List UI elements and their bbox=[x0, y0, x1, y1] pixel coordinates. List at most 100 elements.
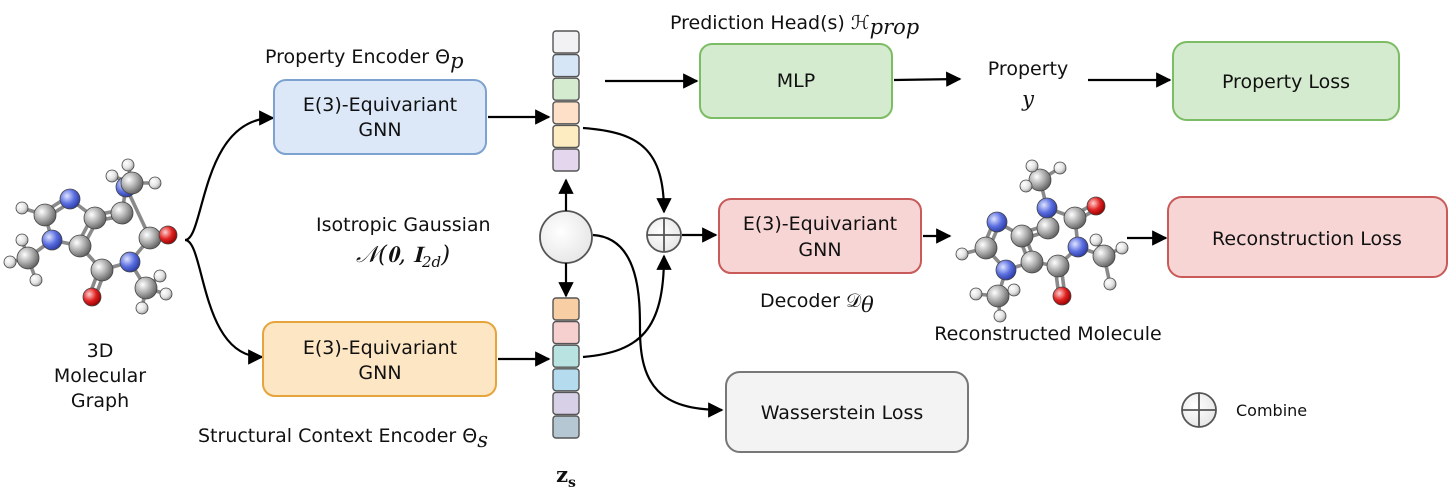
wasserstein-loss-label: Wasserstein Loss bbox=[761, 402, 924, 424]
mlp-box-label: MLP bbox=[777, 70, 815, 92]
reconstructed-molecule-atom bbox=[1063, 206, 1087, 230]
input-label-line1: 3D bbox=[87, 340, 114, 362]
arrow-mlp-to-property bbox=[893, 71, 962, 87]
input-molecule-atom bbox=[119, 251, 141, 273]
arrow-input-to-structural-encoder bbox=[184, 238, 264, 365]
reconstructed-molecule-atom bbox=[1010, 224, 1034, 248]
reconstructed-molecule-image bbox=[955, 159, 1129, 323]
input-molecule-atom bbox=[29, 273, 43, 287]
latent-top-cell bbox=[552, 30, 580, 54]
input-molecule-atom bbox=[121, 158, 135, 172]
input-molecule-image bbox=[3, 158, 178, 315]
input-molecule-atom bbox=[16, 246, 40, 270]
gaussian-label-line1: Isotropic Gaussian bbox=[316, 214, 491, 236]
input-molecule-atom bbox=[148, 176, 162, 190]
arrow-input-to-property-encoder bbox=[184, 110, 275, 242]
input-molecule-atom bbox=[153, 269, 167, 283]
arrow-bottom-latent-to-combine bbox=[582, 254, 672, 359]
input-label-line3: Graph bbox=[71, 390, 129, 412]
arrow-top-latent-to-combine bbox=[582, 126, 672, 214]
gaussian-node bbox=[539, 210, 593, 264]
input-molecule-atom bbox=[3, 255, 17, 269]
property-loss-box bbox=[1172, 41, 1400, 121]
decoder-box bbox=[718, 198, 922, 274]
reconstructed-molecule-atom bbox=[1036, 197, 1058, 219]
latent-top-cell bbox=[552, 77, 580, 101]
reconstructed-molecule-atom bbox=[1046, 254, 1070, 278]
latent-top-cell bbox=[552, 148, 580, 172]
latent-label: zs bbox=[556, 462, 576, 491]
input-molecule-atom bbox=[159, 287, 173, 301]
property-encoder-box-line2: GNN bbox=[358, 119, 401, 141]
latent-bottom-cell bbox=[552, 415, 580, 439]
latent-bottom-cell bbox=[552, 297, 580, 321]
decoder-box-line2: GNN bbox=[798, 239, 841, 261]
input-molecule-atom bbox=[15, 233, 29, 247]
combine-legend-icon bbox=[1181, 392, 1217, 428]
reconstructed-molecule-atom bbox=[1007, 283, 1021, 297]
input-molecule-atom bbox=[105, 169, 119, 183]
input-molecule-atom bbox=[15, 201, 29, 215]
property-output-line1: Property bbox=[988, 58, 1068, 80]
latent-top-cell bbox=[552, 124, 580, 149]
prediction-head-title: Prediction Head(s) ℋprop bbox=[670, 12, 919, 39]
latent-vector-structural bbox=[552, 297, 580, 439]
reconstructed-molecule-atom bbox=[993, 309, 1007, 323]
input-molecule-atom bbox=[41, 229, 63, 251]
input-molecule-atom bbox=[158, 225, 178, 245]
input-molecule-atom bbox=[135, 301, 149, 315]
input-molecule-atom bbox=[120, 171, 144, 195]
latent-top-cell bbox=[552, 101, 580, 125]
input-molecule-atom bbox=[82, 287, 102, 307]
input-molecule-atom bbox=[59, 188, 81, 210]
combine-legend-label: Combine bbox=[1236, 401, 1307, 420]
property-output-line2: y bbox=[1021, 87, 1035, 111]
input-molecule-atom bbox=[138, 226, 162, 250]
reconstructed-molecule-atom bbox=[1103, 277, 1117, 291]
reconstructed-molecule-atom bbox=[1115, 241, 1129, 255]
mlp-box bbox=[699, 43, 893, 119]
structural-encoder-title: Structural Context Encoder Θs bbox=[198, 425, 488, 452]
structural-encoder-box-line1: E(3)-Equivariant bbox=[303, 337, 457, 359]
input-molecule-atom bbox=[90, 258, 114, 282]
reconstructed-molecule-atom bbox=[969, 287, 983, 301]
reconstructed-molecule-atom bbox=[1036, 216, 1060, 240]
reconstructed-molecule-atom bbox=[1053, 161, 1067, 175]
latent-bottom-cell bbox=[552, 391, 580, 416]
wasserstein-loss-box bbox=[725, 371, 969, 453]
property-encoder-box bbox=[273, 79, 487, 155]
latent-bottom-cell bbox=[552, 320, 580, 345]
input-label: 3D Molecular Graph bbox=[54, 340, 146, 412]
decoder-title: Decoder 𝒟θ bbox=[760, 290, 874, 317]
reconstructed-molecule-atom bbox=[1020, 250, 1044, 274]
input-molecule-atom bbox=[33, 203, 57, 227]
reconstructed-molecule-atom bbox=[974, 236, 998, 260]
reconstructed-molecule-atom bbox=[1089, 233, 1103, 247]
combine-node bbox=[646, 217, 682, 253]
latent-bottom-cell bbox=[552, 344, 580, 368]
input-molecule-atom bbox=[83, 206, 107, 230]
structural-encoder-box-line2: GNN bbox=[358, 362, 401, 384]
reconstructed-molecule-atom bbox=[986, 284, 1010, 308]
reconstruction-loss-label: Reconstruction Loss bbox=[1212, 228, 1402, 250]
latent-vector-property bbox=[552, 30, 580, 172]
latent-bottom-cell bbox=[552, 368, 580, 392]
line-gaussian-down bbox=[592, 233, 642, 331]
reconstructed-molecule-atom bbox=[1086, 196, 1106, 216]
property-encoder-title: Property Encoder Θp bbox=[265, 46, 464, 73]
input-molecule-atom bbox=[110, 201, 134, 225]
structural-encoder-box bbox=[262, 321, 497, 397]
input-label-line2: Molecular bbox=[54, 365, 146, 387]
reconstructed-molecule-atom bbox=[986, 211, 1008, 233]
reconstructed-molecule-atom bbox=[1067, 236, 1089, 258]
reconstructed-molecule-atom bbox=[995, 259, 1017, 281]
reconstructed-molecule-atom bbox=[1092, 244, 1116, 268]
decoder-box-line1: E(3)-Equivariant bbox=[743, 213, 897, 235]
property-loss-label: Property Loss bbox=[1222, 71, 1350, 93]
input-molecule-atom bbox=[68, 234, 92, 258]
reconstructed-molecule-atom bbox=[1019, 179, 1033, 193]
reconstructed-molecule-atom bbox=[1028, 168, 1052, 192]
reconstruction-loss-box bbox=[1167, 196, 1448, 278]
property-encoder-box-line1: E(3)-Equivariant bbox=[303, 94, 457, 116]
reconstructed-molecule-atom bbox=[1052, 286, 1072, 306]
